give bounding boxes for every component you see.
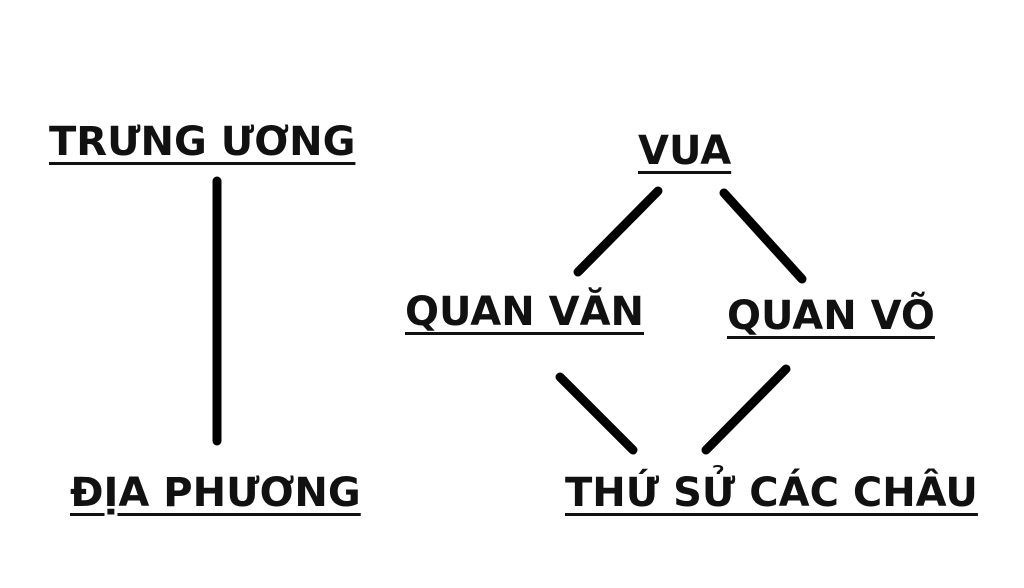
node-quan-van: QUAN VĂN — [405, 289, 645, 335]
node-trung-uong: TRƯNG ƯƠNG — [49, 119, 356, 165]
node-thu-su-cac-chau: THỨ SỬ CÁC CHÂU — [565, 470, 978, 516]
node-vua: VUA — [638, 128, 732, 174]
connector-vua-to-quan-vo — [719, 188, 807, 284]
connector-quan-vo-to-thu-su — [701, 364, 791, 455]
connector-vua-to-quan-van — [573, 186, 663, 277]
node-dia-phuong: ĐỊA PHƯƠNG — [70, 470, 361, 516]
connector-quan-van-to-thu-su — [555, 372, 638, 455]
node-quan-vo: QUAN VÕ — [727, 293, 935, 339]
